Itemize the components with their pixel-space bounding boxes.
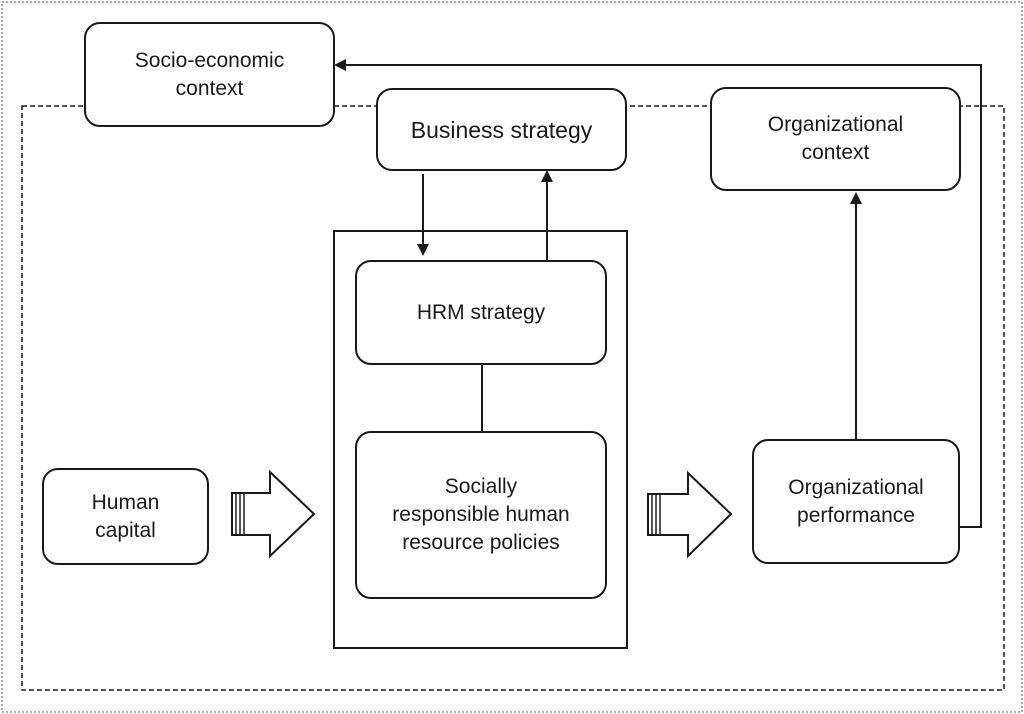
node-label: Organizational performance xyxy=(788,475,924,527)
node-label: Organizational context xyxy=(767,113,904,164)
node-human-capital: Human capital xyxy=(42,468,209,565)
node-label: Socially responsible human resource poli… xyxy=(392,475,570,554)
node-socially-responsible-policies: Socially responsible human resource poli… xyxy=(355,431,607,599)
node-label: Business strategy xyxy=(410,116,593,143)
node-label: Human capital xyxy=(91,490,160,542)
node-socio-economic-context: Socio-economic context xyxy=(84,22,335,127)
node-label: Socio-economic context xyxy=(134,48,285,100)
block-arrow-human-capital xyxy=(231,469,316,559)
block-arrow-policies-to-performance xyxy=(647,470,733,559)
node-organizational-performance: Organizational performance xyxy=(752,439,960,564)
node-label: HRM strategy xyxy=(416,300,546,324)
arrow-performance-to-socio-economic xyxy=(334,59,982,528)
node-business-strategy: Business strategy xyxy=(376,88,627,171)
node-hrm-strategy: HRM strategy xyxy=(355,260,607,365)
node-organizational-context: Organizational context xyxy=(710,87,961,191)
